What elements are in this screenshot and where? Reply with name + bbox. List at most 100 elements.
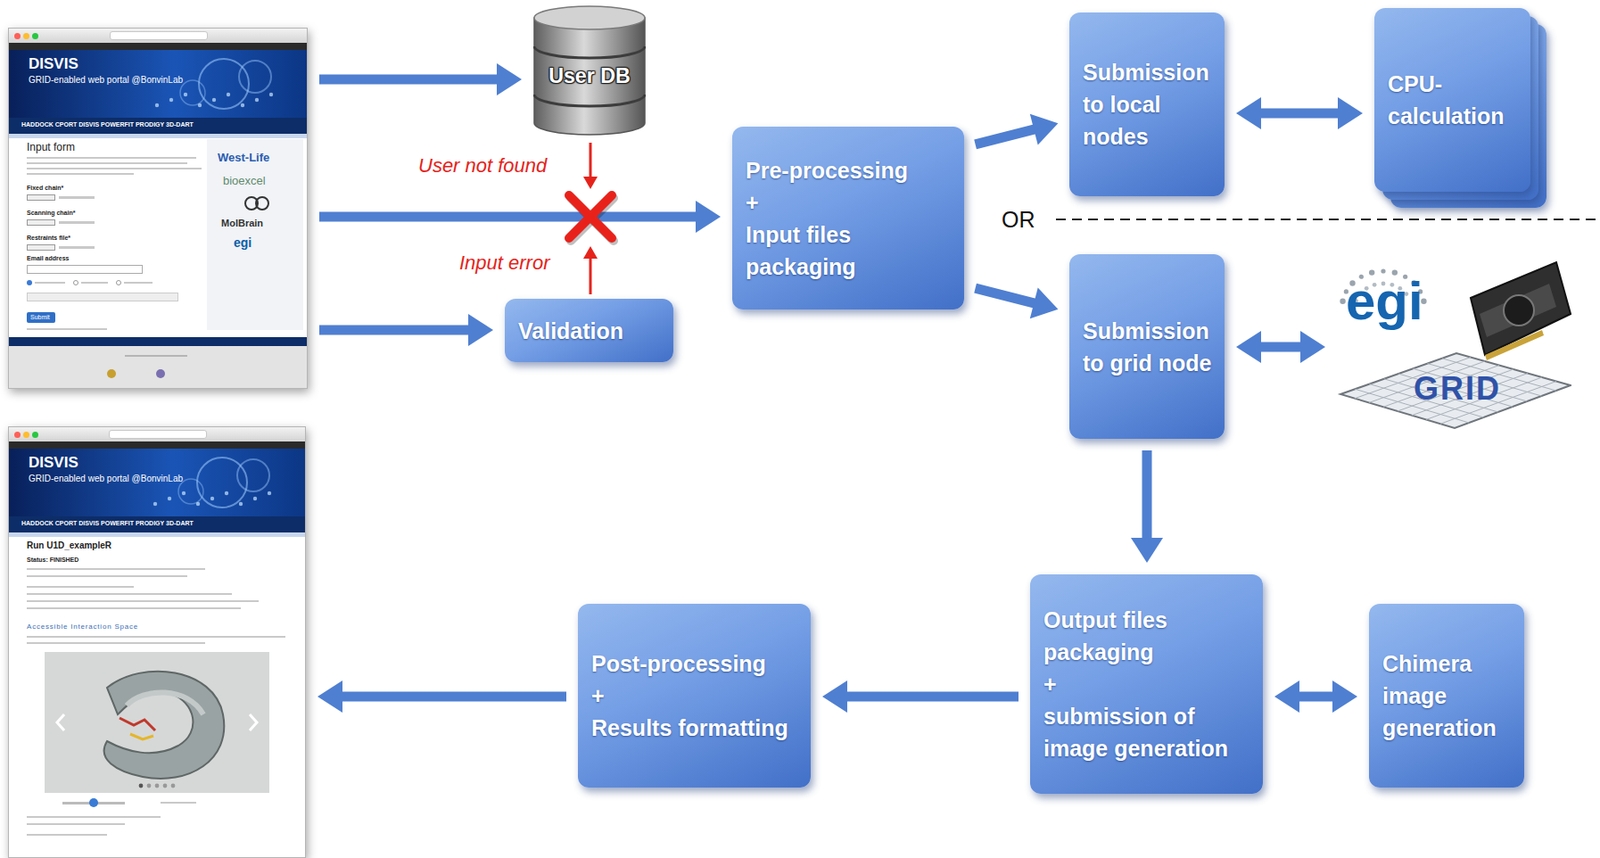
breadcrumb-bar [8, 42, 308, 50]
grid-plane [1340, 353, 1571, 429]
reject-arrow-head [583, 176, 598, 190]
page-footer [8, 346, 308, 389]
chain-sticks [130, 734, 154, 740]
breadcrumb-bar [8, 441, 306, 449]
reject-cross [569, 195, 612, 239]
logo-mark [239, 194, 275, 213]
window-button [14, 32, 21, 40]
grid-illustration: egiGRID [1336, 260, 1572, 430]
cylinder-band [534, 94, 645, 107]
text-line [26, 156, 197, 159]
carousel-dot [139, 783, 144, 789]
swirl-dot [267, 491, 272, 495]
arrow-head [496, 63, 522, 96]
logo-dot [1339, 298, 1345, 305]
swirl-dot [210, 496, 215, 501]
box-label: Chimera image generation [1382, 647, 1516, 744]
carousel-chevron [57, 714, 65, 731]
arrow-shaft [319, 212, 698, 223]
screen-text: Fixed chain* [26, 184, 64, 192]
swirl-dot [196, 502, 200, 506]
box-label: + [1043, 668, 1254, 701]
swirl-dot [212, 98, 216, 102]
arrow-head [1030, 287, 1059, 319]
arrow-head [1337, 97, 1363, 130]
flow-arrow [822, 680, 1019, 713]
arrow-shaft [319, 325, 471, 336]
reject-arrow-shaft [589, 256, 593, 295]
surface-blob [104, 671, 225, 779]
swirl-dot [255, 98, 259, 102]
flow-arrow [319, 313, 494, 347]
swirl-dot [239, 502, 243, 506]
flow-arrow [319, 200, 721, 233]
nav-stripe [8, 133, 308, 139]
text-line [26, 642, 206, 644]
arrow-head [1300, 330, 1326, 363]
file-button [26, 219, 56, 226]
process-box: CPU-calculation [1374, 8, 1531, 192]
screen-text: DISVIS [28, 55, 79, 74]
swirl-dot [240, 103, 245, 108]
slider-knob [89, 798, 99, 808]
screen-text: Accessible Interaction Space [26, 622, 139, 631]
text-line [58, 246, 95, 249]
flow-arrow [975, 114, 1059, 146]
footer-logo [107, 369, 116, 379]
arrow-head [317, 680, 343, 713]
nav-stripe [8, 532, 306, 537]
reject-arrow-shaft [589, 142, 593, 179]
text-line [34, 281, 66, 284]
logo-text: GRID [1413, 372, 1502, 405]
grid-line [1411, 373, 1528, 416]
reject-arrow-head [583, 246, 598, 259]
text-line [26, 833, 108, 836]
screen-text: MolBrain [221, 217, 264, 230]
text-line [26, 167, 202, 170]
process-box: Post-processing+Results formatting [577, 603, 811, 788]
arrow-shaft [1259, 108, 1340, 119]
sponsor-column [206, 139, 304, 330]
swirl-dot [253, 496, 257, 501]
grid-line [1397, 369, 1514, 412]
screen-text: egi [233, 235, 252, 250]
box-label: Pre-processing [745, 154, 956, 187]
swirl-dot [167, 496, 172, 501]
text-line [26, 568, 206, 570]
window-button [23, 32, 30, 40]
logo-dot [1380, 268, 1386, 273]
arrow-head [822, 680, 848, 713]
database-cylinder: User DB [533, 5, 646, 136]
swirl-dot [169, 98, 174, 102]
swirl-dot [197, 103, 202, 108]
grid-line [1398, 373, 1513, 407]
arrow-shaft [340, 692, 567, 702]
swirl-dot [269, 92, 273, 97]
swirl-dot [181, 491, 186, 495]
screen-text: Run U1D_exampleR [26, 540, 112, 552]
address-field [108, 429, 207, 439]
window-button [23, 431, 30, 438]
text-line [58, 196, 95, 199]
carousel-dot [163, 783, 168, 789]
arrow-head [1130, 537, 1163, 563]
text-line [124, 354, 188, 357]
radio-button [73, 280, 79, 286]
box-label: Results formatting [591, 711, 802, 744]
arrow-shaft [975, 288, 1037, 304]
window-button [32, 32, 39, 40]
box-label: Validation [518, 314, 665, 347]
arrow-shaft [1259, 342, 1303, 353]
text-line [26, 162, 188, 165]
result-page-screenshot: DISVISGRID-enabled web portal @BonvinLab… [8, 426, 306, 858]
radio-button [115, 280, 122, 286]
footer-bar [8, 337, 308, 347]
box-label: Submission to local nodes [1082, 56, 1216, 153]
cylinder-top [534, 6, 645, 30]
arrow-shaft [1142, 450, 1153, 540]
file-button [26, 194, 56, 201]
swirl-dot [226, 92, 231, 97]
text-line [26, 585, 134, 588]
screen-text: West-Life [217, 151, 270, 165]
